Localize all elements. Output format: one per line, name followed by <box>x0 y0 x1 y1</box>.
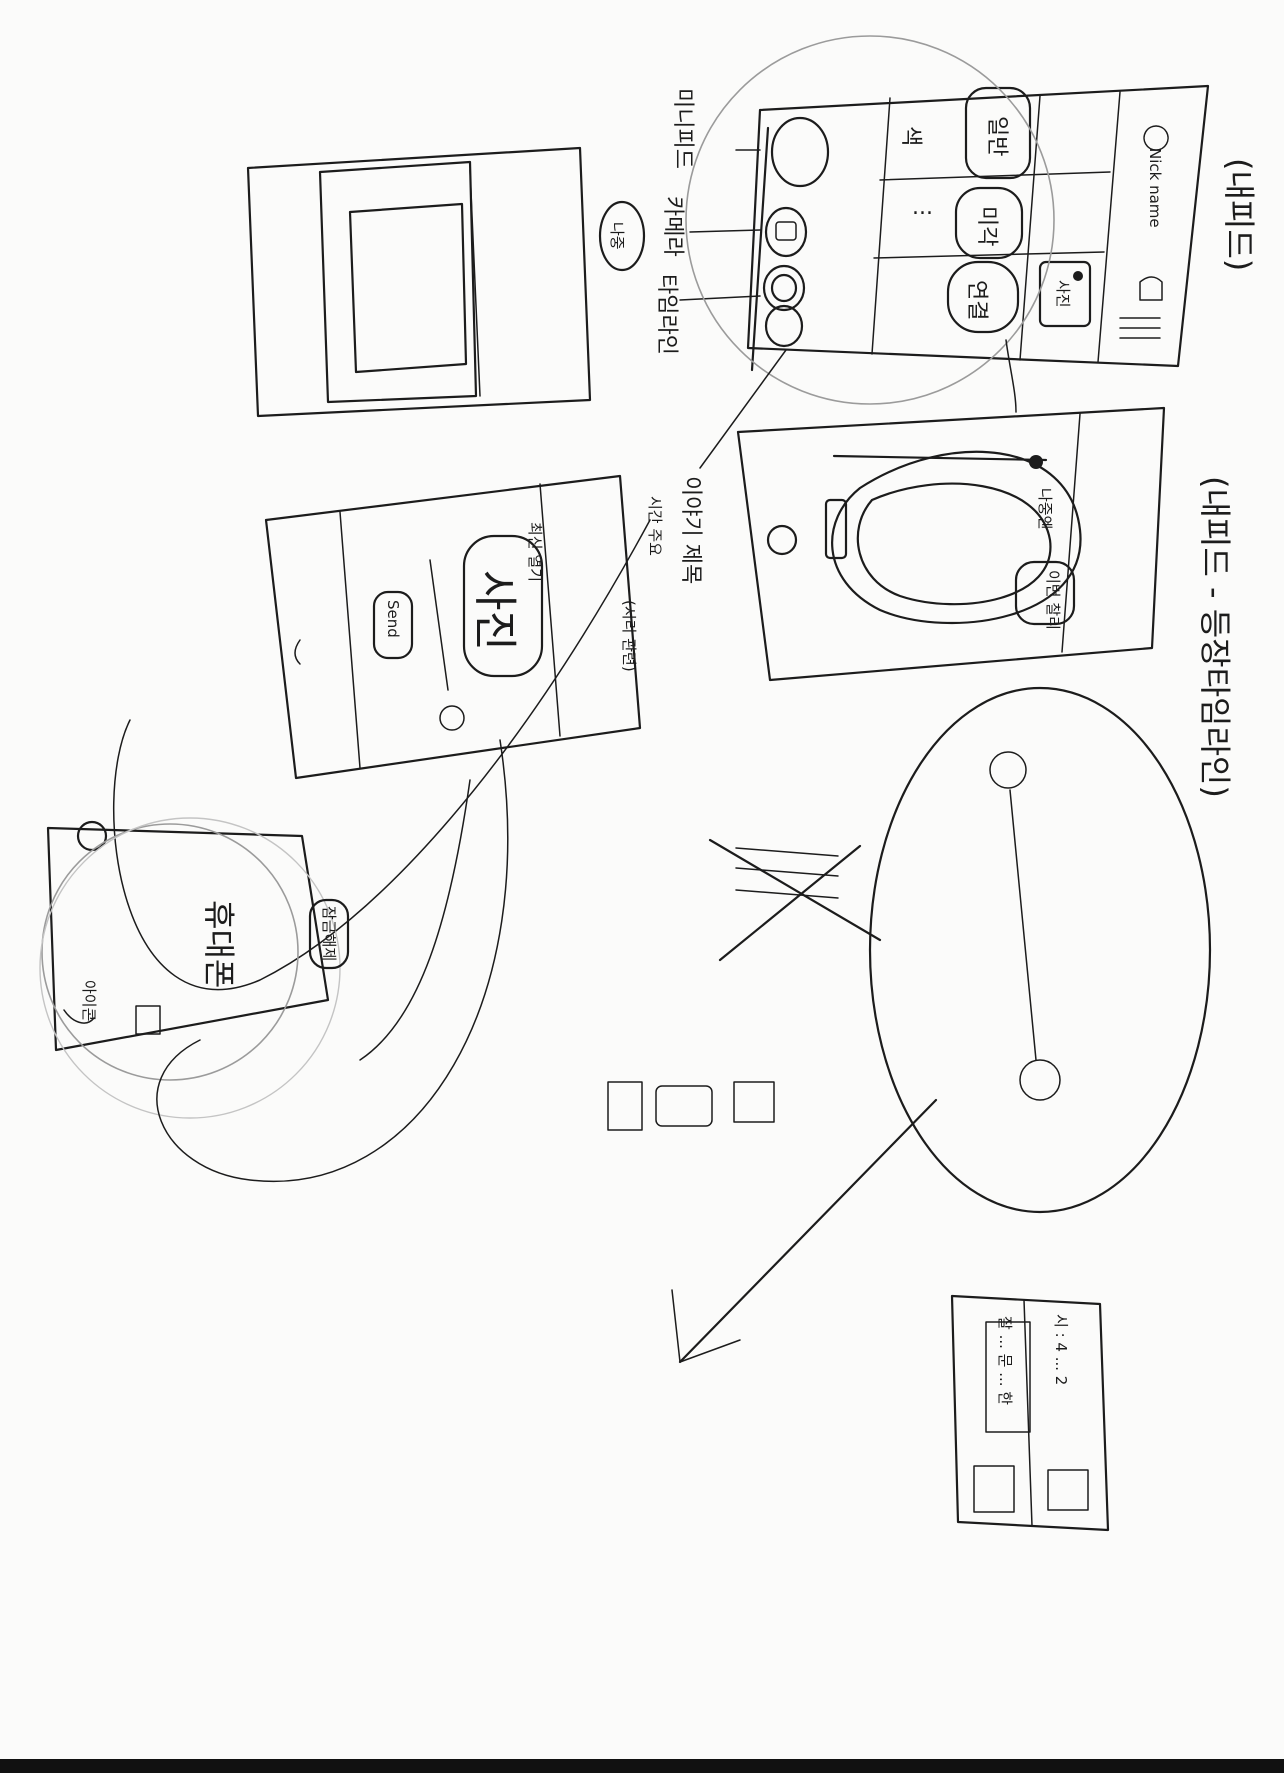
toolbar-extra-button[interactable] <box>766 306 802 346</box>
camera-button[interactable] <box>766 208 806 256</box>
unlock-badge-label: 잠금해제 <box>320 906 338 961</box>
feed-header-divider <box>1098 92 1120 362</box>
crossed-line-2 <box>736 868 838 876</box>
scan-bottom-edge <box>0 1759 1284 1773</box>
post-home-icon <box>295 640 300 664</box>
arrow-long-left <box>114 520 650 990</box>
post-footer-divider <box>340 512 360 768</box>
minifeed-button[interactable] <box>772 118 828 186</box>
note-card-box-right <box>1048 1470 1088 1510</box>
camera-pointer <box>690 230 760 232</box>
feed-timeline-title: (내피드 - 등장타임라인) <box>1196 476 1234 798</box>
lock-panel-main-text: 휴대폰 <box>200 900 238 988</box>
lock-panel: 휴대폰 잠금해제 아이콘 <box>40 818 348 1118</box>
timeline-button-outer[interactable] <box>764 266 804 310</box>
loop-connector-2 <box>360 780 470 1060</box>
lock-panel-side-label: 아이콘 <box>80 980 98 1021</box>
camera-label: 카메라 <box>660 196 685 257</box>
post-card-text: 사진 <box>469 570 520 651</box>
lock-pencil-halo-1 <box>42 824 298 1080</box>
grid-cell-5-label: 사진 <box>1054 280 1072 308</box>
crossed-sketch <box>710 840 880 960</box>
minifeed-frame-inner <box>350 204 466 372</box>
detail-note: 나중엔 <box>1036 488 1054 529</box>
minifeed-label: 미니피드 <box>670 88 695 169</box>
post-compose-screen: 이야기 제목 시간 주요 (시리 관련) 사진 최신 열기 Send <box>266 476 703 778</box>
timeline-camera-icon[interactable] <box>768 526 796 554</box>
crossed-line-3 <box>736 890 838 898</box>
cross-stroke-2 <box>720 846 860 960</box>
post-progress-line <box>430 560 448 690</box>
small-box-2 <box>656 1086 712 1126</box>
lock-panel-small-box <box>136 1006 160 1034</box>
crossed-line-1 <box>736 848 838 856</box>
post-title: 이야기 제목 <box>678 476 703 584</box>
timeline-pointer <box>680 296 760 300</box>
timeline-handle[interactable] <box>1029 455 1043 469</box>
note-card-line1: 시 : 4 ... 2 <box>1052 1314 1070 1385</box>
grid-cell-5-icon <box>1073 271 1083 281</box>
oval-panel <box>870 688 1210 1212</box>
timeline-phone-frame <box>738 408 1164 680</box>
oval-bottom-node[interactable] <box>1020 1060 1060 1100</box>
oval-link <box>1010 790 1036 1060</box>
profile-avatar-icon[interactable] <box>1144 126 1168 150</box>
profile-user-icon[interactable] <box>1140 277 1162 300</box>
profile-nickname: Nick name <box>1146 148 1164 228</box>
timeline-button-inner <box>772 275 796 301</box>
arrow-feed-to-timeline <box>1006 340 1016 412</box>
feed-grid-left-line <box>872 98 890 354</box>
post-phone-frame <box>266 476 640 778</box>
lock-icon[interactable] <box>440 706 464 730</box>
minifeed-stack <box>248 148 590 416</box>
timeline-focus-blob <box>832 452 1080 623</box>
post-date: 시간 주요 <box>646 496 664 556</box>
arrow-toolbar-to-post <box>700 350 786 468</box>
post-tag: (시리 관련) <box>620 600 638 672</box>
grid-cell-2-label: 미각 <box>974 206 999 246</box>
note-card-divider <box>1024 1300 1032 1526</box>
grid-cell-1-label: 일반 <box>984 116 1009 156</box>
oval-pointer-arrow <box>680 1100 936 1362</box>
lock-panel-icon[interactable] <box>78 822 106 850</box>
feed-toolbar-edge <box>752 128 768 370</box>
oval-top-node[interactable] <box>990 752 1026 788</box>
grid-more-dots: ... <box>912 195 933 220</box>
timeline-focus-inner <box>858 484 1051 605</box>
camera-icon <box>776 222 796 240</box>
timeline-label: 타임라인 <box>654 274 679 355</box>
small-box-1 <box>608 1082 642 1130</box>
detail-chip-text: 이번 찰리 <box>1044 570 1062 630</box>
post-card-caption: 최신 열기 <box>526 522 544 582</box>
note-card: 시 : 4 ... 2 잘 ... 문 ... 한 <box>952 1296 1108 1530</box>
grid-cell-3-label: 색 <box>898 126 923 146</box>
feed-timeline-screen: (내피드 - 등장타임라인) 이번 찰리 나중엔 <box>738 408 1234 798</box>
my-feed-title: (내피드) <box>1220 158 1258 271</box>
grid-cell-4-label: 연결 <box>964 280 989 320</box>
small-box-3 <box>734 1082 774 1122</box>
note-card-line2: 잘 ... 문 ... 한 <box>996 1316 1014 1405</box>
small-icon-row <box>608 1082 774 1130</box>
left-small-circle-text: 나중 <box>608 222 626 250</box>
oval-frame <box>870 688 1210 1212</box>
my-feed-screen: (내피드) Nick name 일반 미각 색 ... 연결 사진 <box>600 36 1258 404</box>
oval-pointer-head <box>672 1290 740 1362</box>
send-button-label: Send <box>384 600 402 638</box>
note-card-box-left <box>974 1466 1014 1512</box>
minifeed-frame-outer <box>248 148 590 416</box>
lock-pencil-halo-2 <box>40 818 340 1118</box>
